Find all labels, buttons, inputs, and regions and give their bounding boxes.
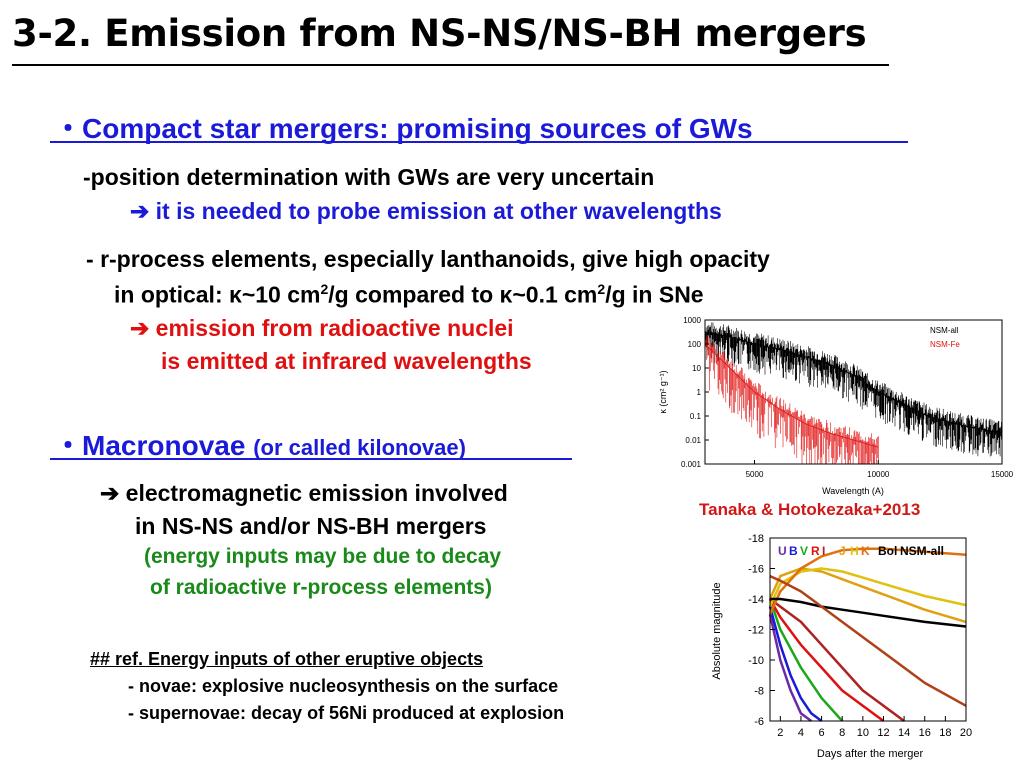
opacity-kappa-text: in optical: κ~10 cm: [114, 281, 321, 308]
opacity-y-tick: 0.01: [685, 436, 701, 445]
bullet1-underline: [50, 141, 908, 143]
band-label-U: U: [778, 544, 787, 558]
lightcurve-x-tick: 4: [798, 727, 804, 739]
lightcurve-series-B: [768, 606, 823, 723]
lightcurve-x-tick: 2: [777, 727, 783, 739]
opacity-y-tick: 1000: [683, 316, 701, 325]
lightcurve-y-tick: -6: [754, 716, 764, 728]
lightcurve-series-V: [768, 598, 844, 722]
lightcurve-y-tick: -8: [754, 686, 764, 698]
slide-title: 3-2. Emission from NS-NS/NS-BH mergers: [12, 12, 867, 55]
band-label-I: I: [822, 544, 825, 558]
band-label-B: B: [789, 544, 798, 558]
opacity-x-tick: 15000: [991, 470, 1014, 479]
lightcurve-x-tick: 16: [919, 727, 931, 739]
lightcurve-x-tick: 14: [898, 727, 910, 739]
lightcurve-series-H: [768, 567, 967, 608]
bullet1-marker: ・: [54, 113, 83, 144]
band-label-H: H: [850, 544, 859, 558]
lightcurve-series-I2: [769, 574, 967, 707]
opacity-y-tick: 1: [697, 388, 702, 397]
lightcurve-x-tick: 18: [939, 727, 951, 739]
opacity-compare-text: /g compared to κ~0.1 cm: [328, 281, 598, 308]
arrow-icon: ➔: [100, 480, 120, 506]
lightcurve-x-tick: 12: [877, 727, 889, 739]
opacity-y-tick: 0.001: [681, 460, 702, 469]
bullet1-item2-result-line1: ➔ emission from radioactive nuclei: [130, 315, 514, 342]
bullet1-item2-line1: r-process elements, especially lanthanoi…: [100, 246, 770, 272]
lightcurve-chart-xlabel: Days after the merger: [817, 748, 924, 760]
title-underline: [12, 64, 889, 66]
opacity-sne-text: /g in SNe: [605, 281, 704, 308]
lightcurve-y-tick: -14: [748, 594, 764, 606]
ref-item-novae: - novae: explosive nucleosynthesis on th…: [128, 676, 559, 696]
lightcurve-x-tick: 20: [960, 727, 972, 739]
band-label-V: V: [800, 544, 808, 558]
opacity-y-tick: 0.1: [690, 412, 702, 421]
lightcurve-series-K: [768, 547, 967, 615]
lightcurve-chart-ylabel: Absolute magnitude: [711, 582, 723, 679]
lightcurve-series-J: [768, 567, 967, 624]
bullet1-heading-row: ・Compact star mergers: promising sources…: [54, 107, 753, 147]
legend-nsm-fe: NSM-Fe: [930, 340, 960, 349]
lightcurve-x-tick: 8: [839, 727, 845, 739]
opacity-x-tick: 5000: [746, 470, 764, 479]
opacity-chart: 0.001 0.01 0.1 1 10 100 1000 5000 10000 15000 κ (…: [658, 316, 1014, 496]
lightcurve-y-tick: -12: [748, 625, 764, 637]
bullet1-item1-text: position determination with GWs are very…: [90, 164, 655, 190]
lightcurve-series-U: [768, 614, 813, 723]
band-label-K: K: [861, 544, 870, 558]
superscript: 2: [597, 281, 606, 297]
citation: Tanaka & Hotokezaka+2013: [699, 500, 921, 519]
ref-item-supernovae: - supernovae: decay of 56Ni produced at …: [128, 703, 565, 723]
ref-heading: ## ref. Energy inputs of other eruptive …: [90, 649, 484, 669]
bullet2-line1: ➔ electromagnetic emission involved: [100, 480, 508, 507]
opacity-y-tick: 100: [688, 340, 702, 349]
bullet2-green-line2: of radioactive r-process elements): [150, 576, 492, 599]
bullet1-heading: Compact star mergers: promising sources …: [82, 113, 753, 144]
opacity-chart-ylabel: κ (cm² g⁻¹): [658, 370, 668, 413]
bullet1-item1-result: ➔ it is needed to probe emission at othe…: [130, 198, 722, 225]
lightcurve-y-tick: -18: [748, 533, 764, 545]
bullet1-item1-dash: -: [83, 164, 91, 190]
lightcurve-y-tick: -10: [748, 655, 764, 667]
band-label-J: J: [839, 544, 846, 558]
legend-nsm-all: NSM-all: [930, 326, 959, 335]
lightcurve-x-tick: 6: [819, 727, 825, 739]
lightcurve-y-tick: -16: [748, 564, 764, 576]
bullet2-line1-text: electromagnetic emission involved: [125, 480, 508, 506]
bullet1-item1: -position determination with GWs are ver…: [83, 164, 654, 191]
bullet2-heading-paren: (or called kilonovae): [253, 435, 466, 460]
bullet1-item2-result-text1: emission from radioactive nuclei: [155, 315, 514, 341]
lightcurve-x-tick: 10: [857, 727, 869, 739]
bullet1-item2-line2: in optical: κ~10 cm2/g compared to κ~0.1…: [114, 281, 704, 309]
bullet2-line2: in NS-NS and/or NS-BH mergers: [135, 513, 487, 539]
bullet2-heading-row: ・Macronovae (or called kilonovae): [54, 424, 466, 464]
bullet1-item2-dash: -: [86, 246, 94, 272]
bullet1-item2: - r-process elements, especially lanthan…: [86, 246, 770, 273]
band-label-Bol: Bol: [878, 544, 897, 558]
bullet1-item2-result-line2: is emitted at infrared wavelengths: [161, 348, 532, 374]
arrow-icon: ➔: [130, 315, 150, 341]
bullet1-item1-result-text: it is needed to probe emission at other …: [155, 198, 722, 224]
opacity-y-tick: 10: [692, 364, 701, 373]
opacity-chart-xlabel: Wavelength (A): [822, 486, 884, 496]
bullet2-green-line1: (energy inputs may be due to decay: [144, 545, 502, 568]
lightcurve-series-Bol: [770, 597, 967, 628]
opacity-x-tick: 10000: [867, 470, 890, 479]
bullet2-heading: Macronovae: [82, 430, 246, 461]
bullet2-marker: ・: [54, 430, 83, 461]
lightcurve-series-R: [768, 598, 885, 723]
bullet2-underline: [50, 458, 572, 460]
lightcurve-series-I: [769, 597, 905, 723]
superscript: 2: [320, 281, 329, 297]
lightcurve-legend-title: NSM-all: [900, 544, 944, 558]
band-label-R: R: [811, 544, 820, 558]
arrow-icon: ➔: [130, 198, 150, 224]
